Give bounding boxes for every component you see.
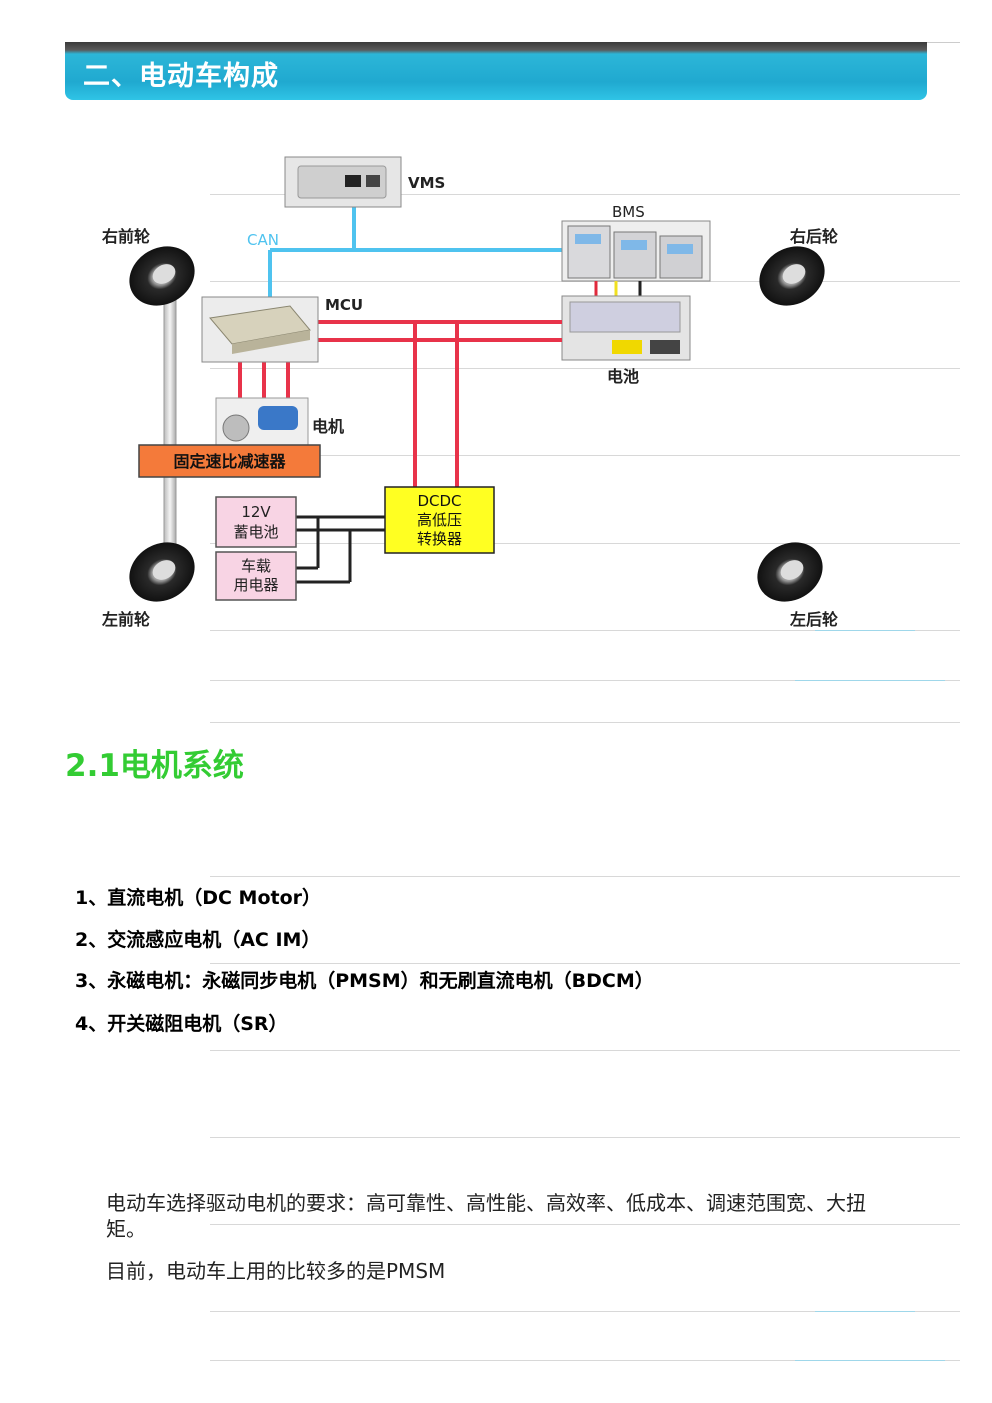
- lv-battery-box: [215, 496, 297, 548]
- label-lv-battery-2: 蓄电池: [233, 523, 278, 541]
- requirement-paragraph: 电动车选择驱动电机的要求：高可靠性、高性能、高效率、低成本、调速范围宽、大扭矩。: [106, 1191, 866, 1241]
- bms-unit: [561, 220, 711, 282]
- label-front-right-wheel: 右前轮: [102, 227, 150, 246]
- rule-line: [210, 543, 960, 544]
- motor-unit: [215, 397, 309, 449]
- rule-line: [210, 1224, 960, 1225]
- rule-line: [210, 1311, 960, 1312]
- wheel-rear-left-icon: [757, 542, 823, 602]
- label-rear-left-wheel: 左后轮: [789, 610, 838, 629]
- label-bms: BMS: [612, 203, 645, 221]
- list-item: 2、交流感应电机（AC IM）: [75, 929, 321, 951]
- rule-line: [210, 722, 960, 723]
- rule-line: [210, 876, 960, 877]
- label-rear-right-wheel: 右后轮: [790, 227, 838, 246]
- header-banner: 二、电动车构成: [65, 42, 927, 100]
- label-onboard-2: 用电器: [233, 576, 278, 594]
- list-item: 4、开关磁阻电机（SR）: [75, 1013, 288, 1035]
- rule-line: [210, 194, 960, 195]
- front-axle: [163, 277, 177, 571]
- accent-bar: [795, 1360, 945, 1361]
- rule-line: [210, 630, 960, 631]
- label-battery: 电池: [607, 367, 639, 386]
- label-dcdc-3: 转换器: [417, 530, 462, 548]
- wheel-rear-right-icon: [759, 246, 825, 306]
- rule-line: [210, 455, 960, 456]
- dcdc-box: [384, 486, 495, 554]
- section-title: 2.1电机系统: [65, 748, 244, 784]
- battery-pack: [561, 295, 691, 361]
- label-reducer: 固定速比减速器: [173, 452, 286, 471]
- low-voltage-lines: [296, 515, 385, 584]
- wheel-front-right-icon: [129, 246, 195, 306]
- label-vms: VMS: [408, 174, 445, 192]
- rule-line: [210, 680, 960, 681]
- label-onboard-1: 车载: [241, 557, 271, 575]
- rule-line: [210, 1050, 960, 1051]
- rule-line: [210, 1360, 960, 1361]
- label-dcdc-2: 高低压: [417, 511, 462, 529]
- banner-tail-line: [927, 42, 960, 43]
- accent-bar: [795, 680, 945, 681]
- wheel-front-left-icon: [129, 542, 195, 602]
- rule-line: [210, 1137, 960, 1138]
- pmsm-paragraph: 目前，电动车上用的比较多的是PMSM: [106, 1259, 446, 1283]
- rule-line: [210, 368, 960, 369]
- accent-bar: [815, 1311, 915, 1312]
- list-item: 1、直流电机（DC Motor）: [75, 887, 322, 909]
- header-title: 二、电动车构成: [83, 61, 279, 92]
- mcu-unit: [201, 296, 319, 363]
- can-bus: [268, 205, 565, 298]
- rule-line: [210, 963, 960, 964]
- label-lv-battery-1: 12V: [241, 503, 271, 521]
- label-front-left-wheel: 左前轮: [101, 610, 150, 629]
- accent-bar: [815, 630, 915, 631]
- high-voltage-lines: [238, 320, 562, 487]
- reducer-box: [138, 444, 321, 478]
- list-item: 3、永磁电机：永磁同步电机（PMSM）和无刷直流电机（BDCM）: [75, 970, 654, 992]
- label-motor: 电机: [312, 417, 344, 436]
- label-mcu: MCU: [325, 296, 363, 314]
- vms-unit: [284, 156, 402, 208]
- label-can: CAN: [247, 231, 279, 249]
- ev-composition-diagram: 右前轮 右后轮 左前轮 左后轮 CAN VMS BMS 电池: [101, 156, 838, 629]
- onboard-appliance-box: [215, 551, 297, 601]
- label-dcdc-1: DCDC: [417, 492, 461, 510]
